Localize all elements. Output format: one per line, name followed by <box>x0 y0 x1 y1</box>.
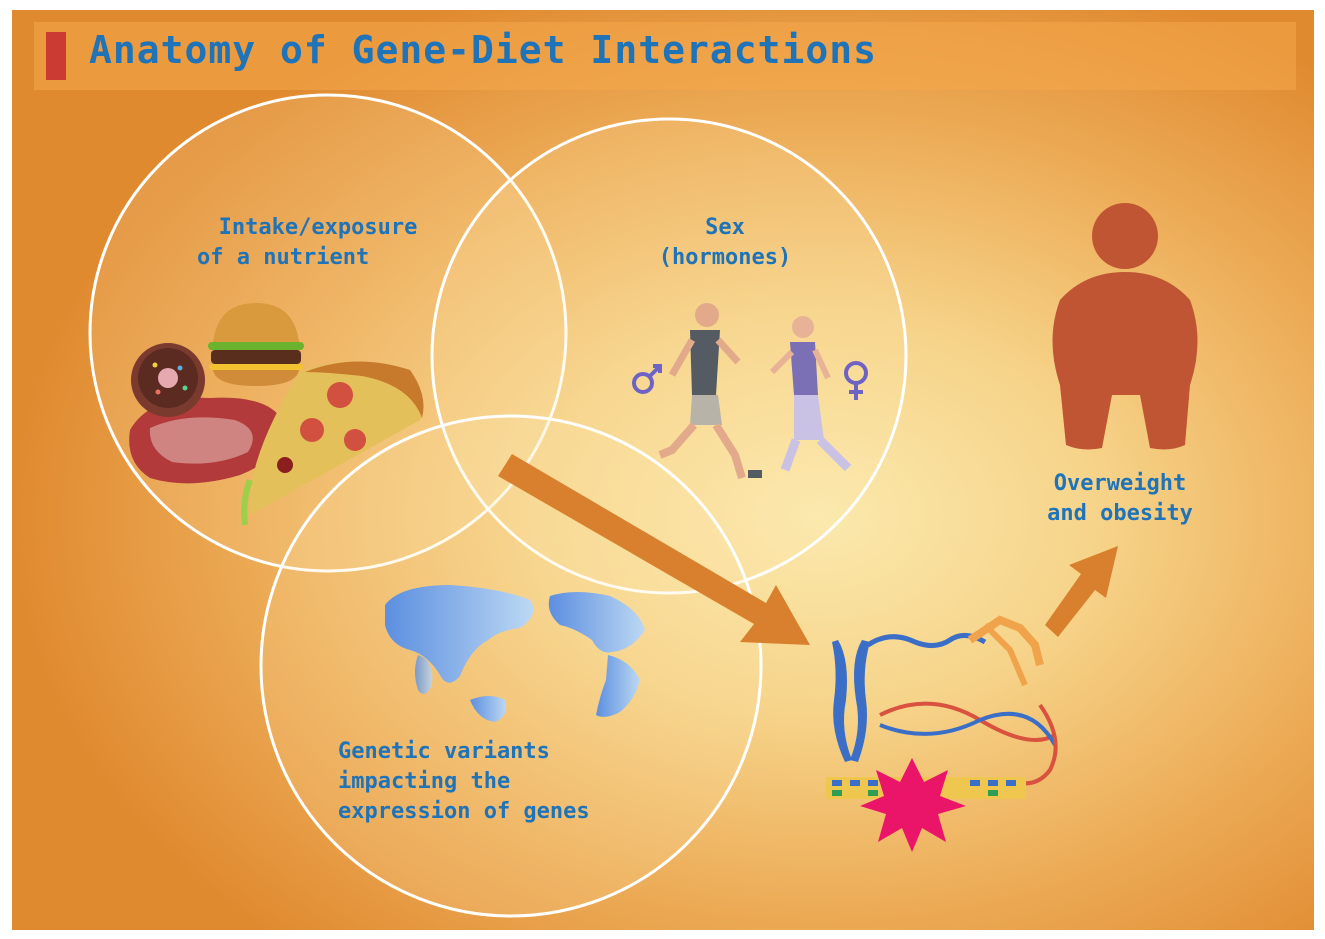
genetic-circle <box>259 414 763 918</box>
title-bar: Anatomy of Gene-Diet Interactions <box>34 22 1296 90</box>
sex-label-line1: Sex <box>705 215 745 240</box>
nutrient-label-line2: of a nutrient <box>197 245 370 270</box>
title-marker <box>46 32 66 80</box>
sex-label: Sex (hormones) <box>630 213 820 273</box>
outcome-arrow <box>1045 546 1118 637</box>
obese-silhouette-icon <box>1052 203 1198 450</box>
nutrient-label: Intake/exposure of a nutrient <box>183 213 453 273</box>
male-symbol-icon <box>632 364 662 394</box>
genetic-label-line1: Genetic variants <box>338 739 550 764</box>
genetic-label: Genetic variants impacting the expressio… <box>338 737 590 827</box>
genetic-label-line2: impacting the <box>338 769 511 794</box>
genetic-label-line3: expression of genes <box>338 799 590 824</box>
main-arrow <box>498 454 810 645</box>
chromosome-dna-illustration <box>826 615 1058 799</box>
nutrient-label-line1: Intake/exposure <box>218 215 418 240</box>
world-map-illustration <box>385 585 645 722</box>
sex-circle <box>430 117 908 595</box>
outcome-label-line2: and obesity <box>1047 501 1193 526</box>
food-illustration <box>129 303 424 526</box>
outcome-label: Overweight and obesity <box>1020 469 1220 529</box>
outcome-label-line1: Overweight <box>1053 471 1187 496</box>
female-symbol-icon <box>844 361 868 400</box>
mutation-burst-icon <box>860 758 966 852</box>
sex-label-line2: (hormones) <box>658 245 792 270</box>
runners-illustration <box>658 303 852 480</box>
page-title: Anatomy of Gene-Diet Interactions <box>89 28 877 72</box>
